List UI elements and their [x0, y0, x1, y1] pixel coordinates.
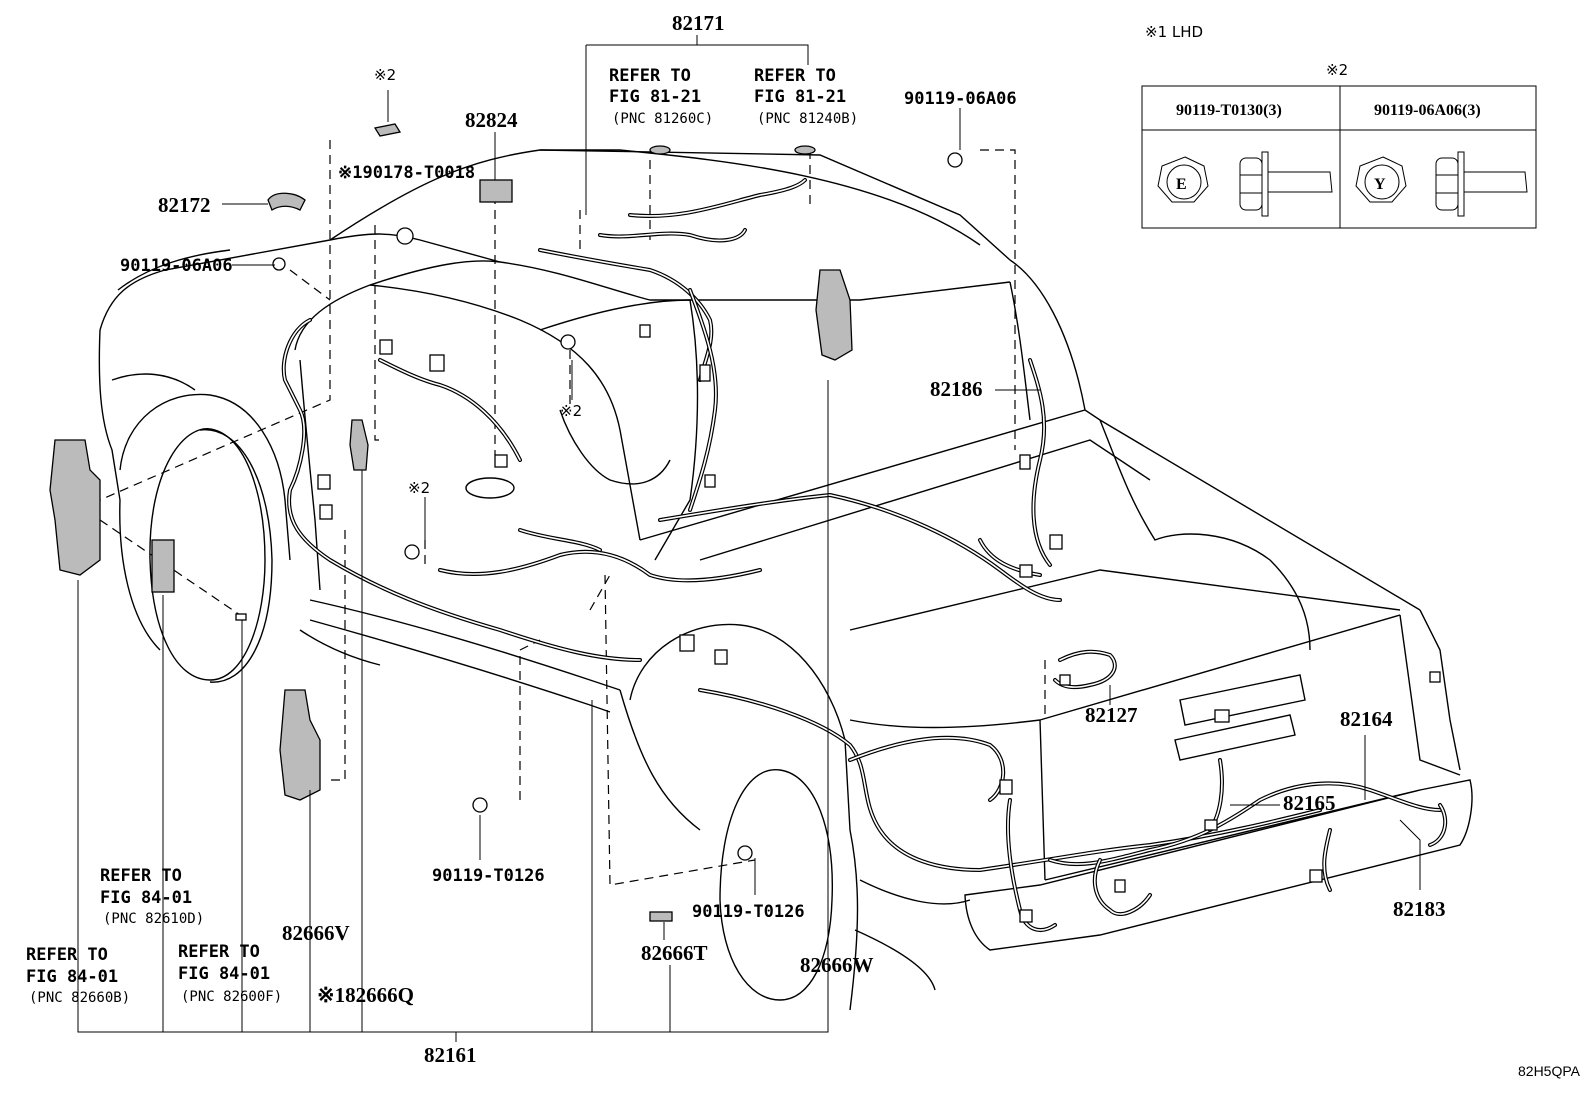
label-82666v: 82666V — [282, 921, 350, 945]
label-82164: 82164 — [1340, 707, 1393, 731]
refer-81240b: REFER TO FIG 81-21 (PNC 81240B) — [754, 66, 858, 127]
label-82127: 82127 — [1085, 703, 1138, 727]
svg-text:FIG 81-21: FIG 81-21 — [754, 87, 846, 107]
bracket-82666w — [815, 269, 853, 361]
label-90119-06a06-left: 90119-06A06 — [120, 256, 233, 276]
label-82171: 82171 — [672, 11, 725, 35]
label-82824: 82824 — [465, 108, 518, 132]
svg-text:(PNC 81260C): (PNC 81260C) — [612, 111, 713, 127]
bracket-82666v — [279, 689, 321, 801]
svg-text:(PNC 82600F): (PNC 82600F) — [181, 989, 282, 1005]
harness-wires — [281, 178, 1448, 932]
part-labels: 82171 82824 82172 90119-06A06 90119-06A0… — [120, 11, 1446, 1067]
fuse-82600f — [235, 613, 247, 621]
label-82666q: ※182666Q — [317, 983, 414, 1007]
legend-col-2-part: 90119-06A06(3) — [1374, 102, 1481, 119]
svg-text:FIG 84-01: FIG 84-01 — [178, 964, 270, 984]
svg-text:REFER TO: REFER TO — [26, 945, 108, 965]
svg-text:FIG 84-01: FIG 84-01 — [100, 888, 192, 908]
svg-text:(PNC 81240B): (PNC 81240B) — [757, 111, 858, 127]
label-90119-t0126-a: 90119-T0126 — [432, 866, 545, 886]
refer-to-notes: REFER TO FIG 81-21 (PNC 81260C) REFER TO… — [26, 66, 858, 1006]
connector-icon — [317, 324, 1441, 923]
leader-lines — [77, 35, 1421, 1042]
lamp-pad-81240b — [794, 145, 816, 155]
lamp-pad-81260c — [649, 145, 671, 155]
label-82165: 82165 — [1283, 791, 1336, 815]
label-82183: 82183 — [1393, 897, 1446, 921]
svg-text:(PNC 82610D): (PNC 82610D) — [103, 911, 204, 927]
fastener-legend-table: 90119-T0130(3) 90119-06A06(3) E Y — [1141, 85, 1537, 229]
svg-text:Y: Y — [1374, 176, 1386, 193]
bracket-front-left — [49, 439, 101, 576]
refer-82660b: REFER TO FIG 84-01 (PNC 82660B) — [26, 945, 130, 1006]
refer-82600f: REFER TO FIG 84-01 (PNC 82600F) — [178, 942, 282, 1005]
refer-82610d: REFER TO FIG 84-01 (PNC 82610D) — [100, 866, 204, 927]
vehicle-body — [98, 149, 1473, 1011]
label-82186: 82186 — [930, 377, 983, 401]
part-82666t — [649, 911, 673, 922]
relay-82824 — [479, 179, 513, 203]
bolt-side-icon — [1239, 151, 1333, 217]
legend-mark: ※2 — [1326, 61, 1348, 79]
svg-text:FIG 84-01: FIG 84-01 — [26, 967, 118, 987]
refer-81260c: REFER TO FIG 81-21 (PNC 81260C) — [609, 66, 713, 127]
svg-text:FIG 81-21: FIG 81-21 — [609, 87, 701, 107]
relay-block-82610d — [151, 539, 175, 593]
bolt-head-y-icon: Y — [1355, 156, 1407, 203]
bolt-icon — [272, 123, 963, 861]
mark-2-low: ※2 — [408, 479, 430, 497]
svg-text:REFER TO: REFER TO — [754, 66, 836, 86]
label-82666t: 82666T — [641, 941, 708, 965]
bracket-82666q — [349, 419, 369, 471]
mark-2-top: ※2 — [374, 66, 396, 84]
dashed-guides — [99, 140, 1046, 886]
diagram-code: 82H5QPA — [1518, 1063, 1581, 1079]
label-90119-06a06-right: 90119-06A06 — [904, 89, 1017, 109]
label-90178-t0018: ※190178-T0018 — [338, 163, 475, 183]
bolt-head-e-icon: E — [1157, 156, 1209, 203]
svg-text:E: E — [1176, 176, 1187, 193]
legend-col-1-part: 90119-T0130(3) — [1176, 102, 1282, 119]
bolt-side-icon — [1435, 151, 1528, 217]
svg-text:REFER TO: REFER TO — [100, 866, 182, 886]
svg-text:(PNC 82660B): (PNC 82660B) — [29, 990, 130, 1006]
label-82172: 82172 — [158, 193, 211, 217]
svg-text:REFER TO: REFER TO — [609, 66, 691, 86]
label-82161: 82161 — [424, 1043, 477, 1067]
clip-82172 — [267, 192, 306, 211]
svg-text:REFER TO: REFER TO — [178, 942, 260, 962]
parts — [49, 123, 1441, 923]
label-90119-t0126-b: 90119-T0126 — [692, 902, 805, 922]
lhd-note: ※1 LHD — [1145, 23, 1203, 41]
label-82666w: 82666W — [800, 953, 874, 977]
grommet-90178 — [396, 227, 414, 245]
mark-2-mid: ※2 — [560, 402, 582, 420]
